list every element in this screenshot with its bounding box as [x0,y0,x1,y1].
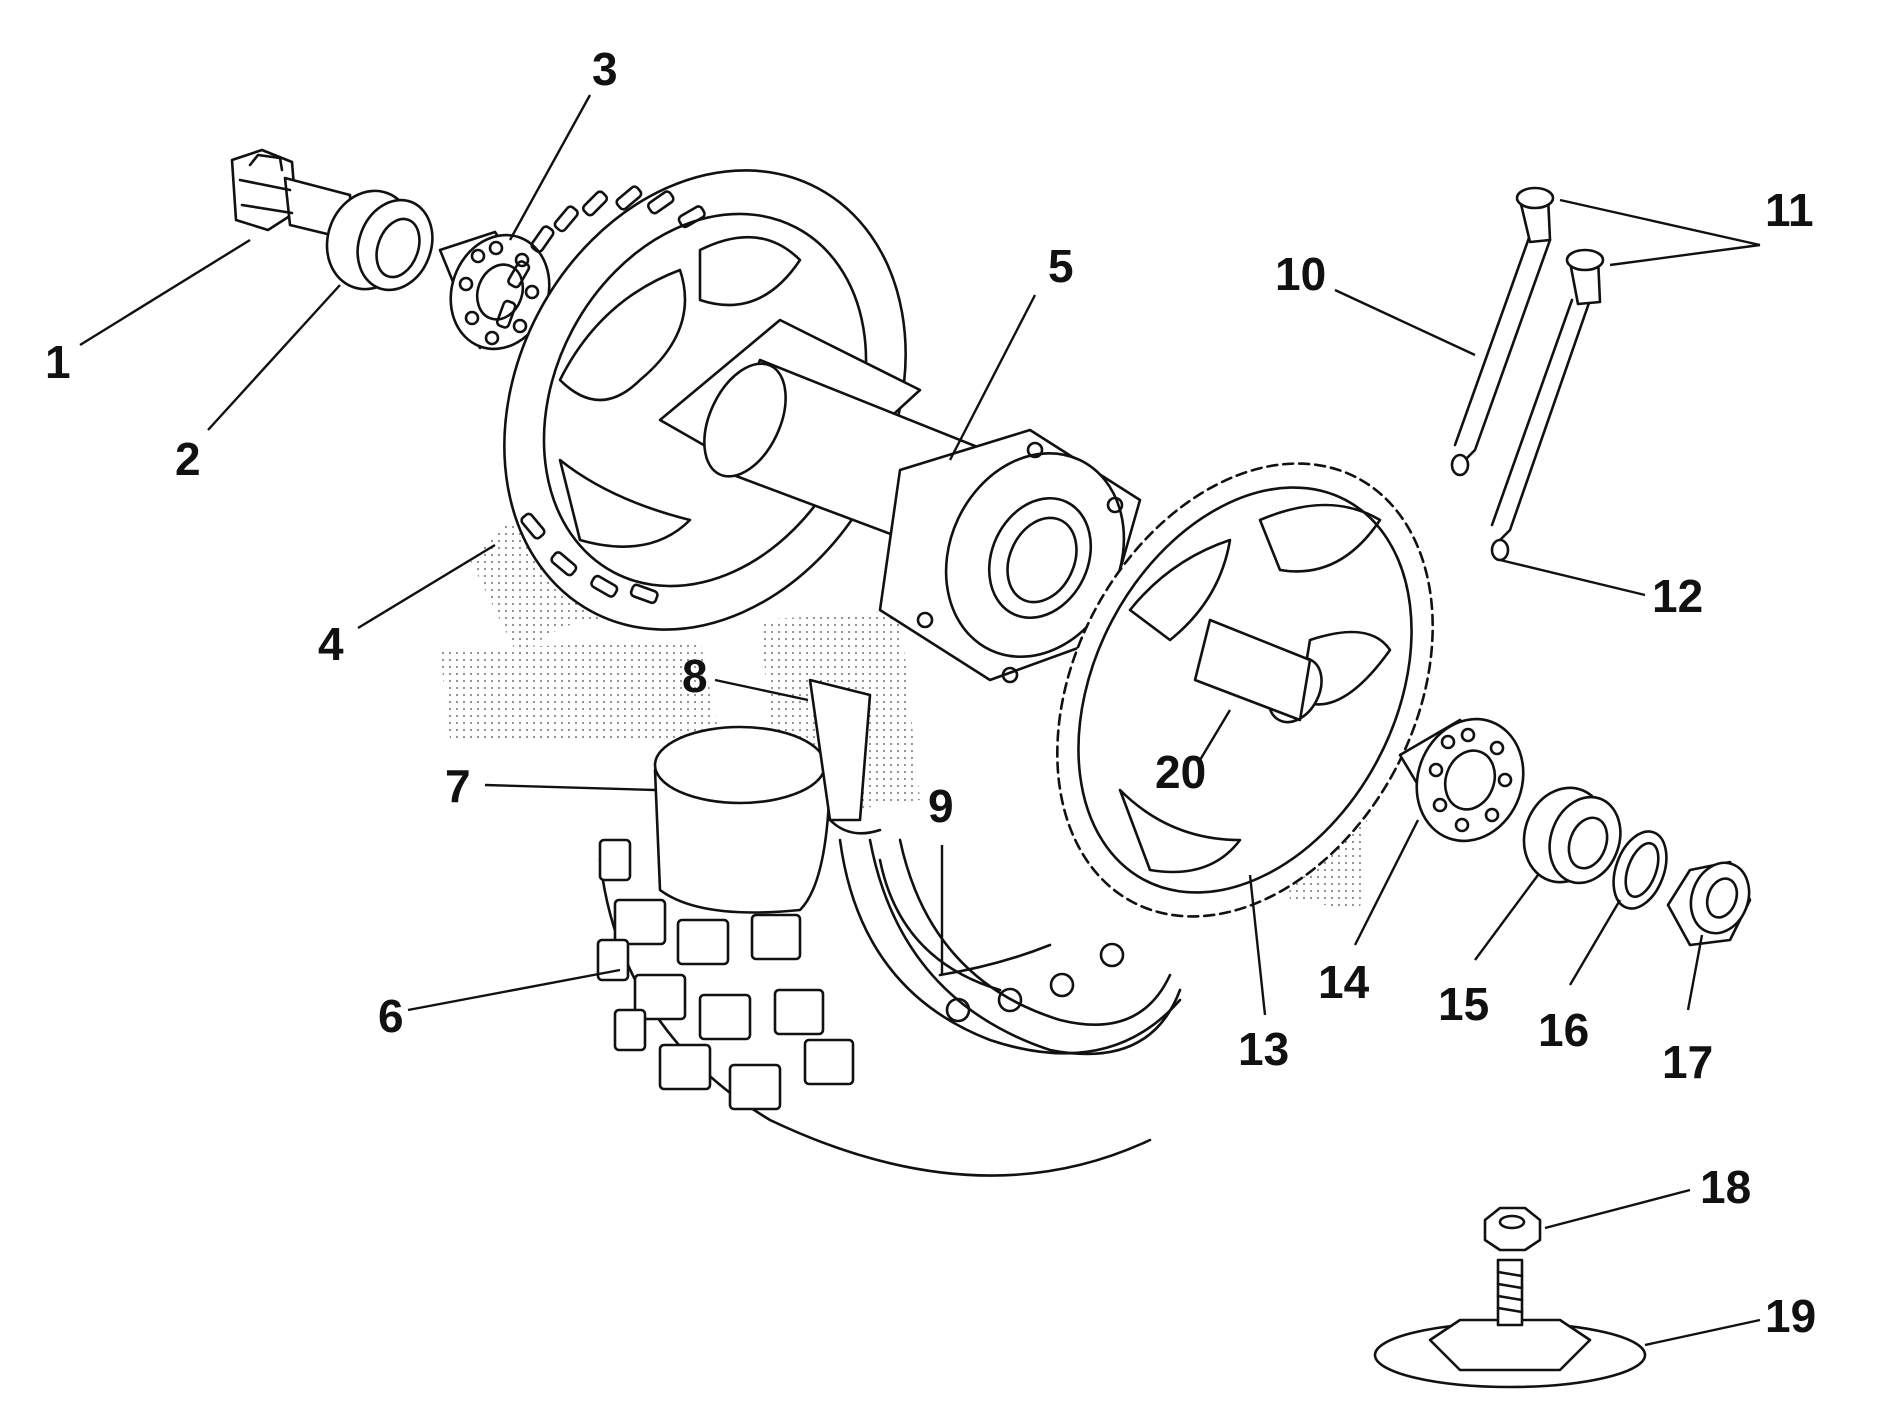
rim-lock-part [1373,1258,1647,1389]
right-spacer-part [1522,786,1622,885]
tyre-knobs [596,838,855,1111]
callout-10: 10 [1275,248,1326,300]
callout-8: 8 [682,650,708,702]
callout-3: 3 [592,43,618,95]
callout-13: 13 [1238,1023,1289,1075]
axle-nut-part [1666,860,1752,947]
callout-2: 2 [175,433,201,485]
tyre-part [596,838,1182,1177]
callout-15: 15 [1438,978,1489,1030]
rear-sprocket-part [1056,462,1434,918]
callout-18: 18 [1700,1161,1751,1213]
callout-1: 1 [45,336,71,388]
callout-20: 20 [1155,746,1206,798]
callout-12: 12 [1652,570,1703,622]
callout-5: 5 [1048,240,1074,292]
spoke-set-part [1450,186,1605,562]
leader-lines [79,94,1761,1347]
rim-tape-part [808,678,882,835]
small-nut-part [1483,1206,1542,1252]
callout-labels: 1 2 3 4 5 6 7 8 9 10 11 12 13 14 15 16 1… [45,43,1816,1342]
right-bearing-part [1398,717,1525,843]
callout-11: 11 [1765,184,1814,236]
callout-9: 9 [928,780,954,832]
washer-part [1612,830,1668,910]
callout-4: 4 [318,618,344,670]
callout-19: 19 [1765,1290,1816,1342]
disc-vent-slots [495,185,706,605]
callout-6: 6 [378,990,404,1042]
wheel-hub-part [658,318,1142,684]
callout-17: 17 [1662,1036,1713,1088]
callout-7: 7 [445,760,471,812]
rim-part [868,838,1182,1056]
callout-14: 14 [1318,956,1370,1008]
spacer-part [325,189,434,292]
inner-tube-part [653,725,832,914]
callout-16: 16 [1538,1004,1589,1056]
